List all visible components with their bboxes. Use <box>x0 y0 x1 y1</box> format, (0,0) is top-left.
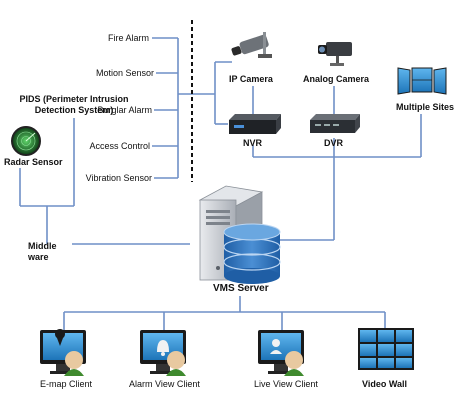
ip-camera-label: IP Camera <box>229 74 273 84</box>
alarm-view-client-icon <box>140 330 186 376</box>
radar-icon <box>11 126 41 156</box>
emap-client-icon <box>40 328 86 376</box>
burglar-alarm-label: Burglar Alarm <box>97 105 152 115</box>
analog-camera-label: Analog Camera <box>303 74 370 84</box>
pids-label-line2: Detection System) <box>34 105 114 115</box>
database-icon <box>223 223 281 284</box>
dvr-icon <box>310 114 360 133</box>
access-control-label: Access Control <box>89 141 150 151</box>
dvr-label: DVR <box>324 138 344 148</box>
connector-lines <box>19 37 422 330</box>
fire-alarm-label: Fire Alarm <box>107 33 149 43</box>
multiple-sites-label: Multiple Sites <box>396 102 455 112</box>
alarm-view-client-label: Alarm View Client <box>129 379 200 389</box>
multiple-sites-icon <box>397 67 447 95</box>
live-view-client-label: Live View Client <box>254 379 318 389</box>
vibration-sensor-label: Vibration Sensor <box>85 173 152 183</box>
live-view-client-icon <box>258 330 304 376</box>
middleware-label-line2: ware <box>28 252 49 262</box>
analog-camera-icon <box>318 42 352 66</box>
radar-sensor-label: Radar Sensor <box>4 157 63 167</box>
nvr-icon <box>229 114 281 134</box>
video-wall-icon <box>358 328 414 370</box>
middleware-label-line1: Middle <box>28 241 57 251</box>
emap-client-label: E-map Client <box>40 379 93 389</box>
motion-sensor-label: Motion Sensor <box>95 68 154 78</box>
pids-label-line1: PIDS (Perimeter Intrusion <box>19 94 129 104</box>
video-wall-label: Video Wall <box>362 379 408 389</box>
nvr-label: NVR <box>243 138 263 148</box>
ip-camera-icon <box>231 32 272 58</box>
vms-server-label: VMS Server <box>213 283 269 294</box>
